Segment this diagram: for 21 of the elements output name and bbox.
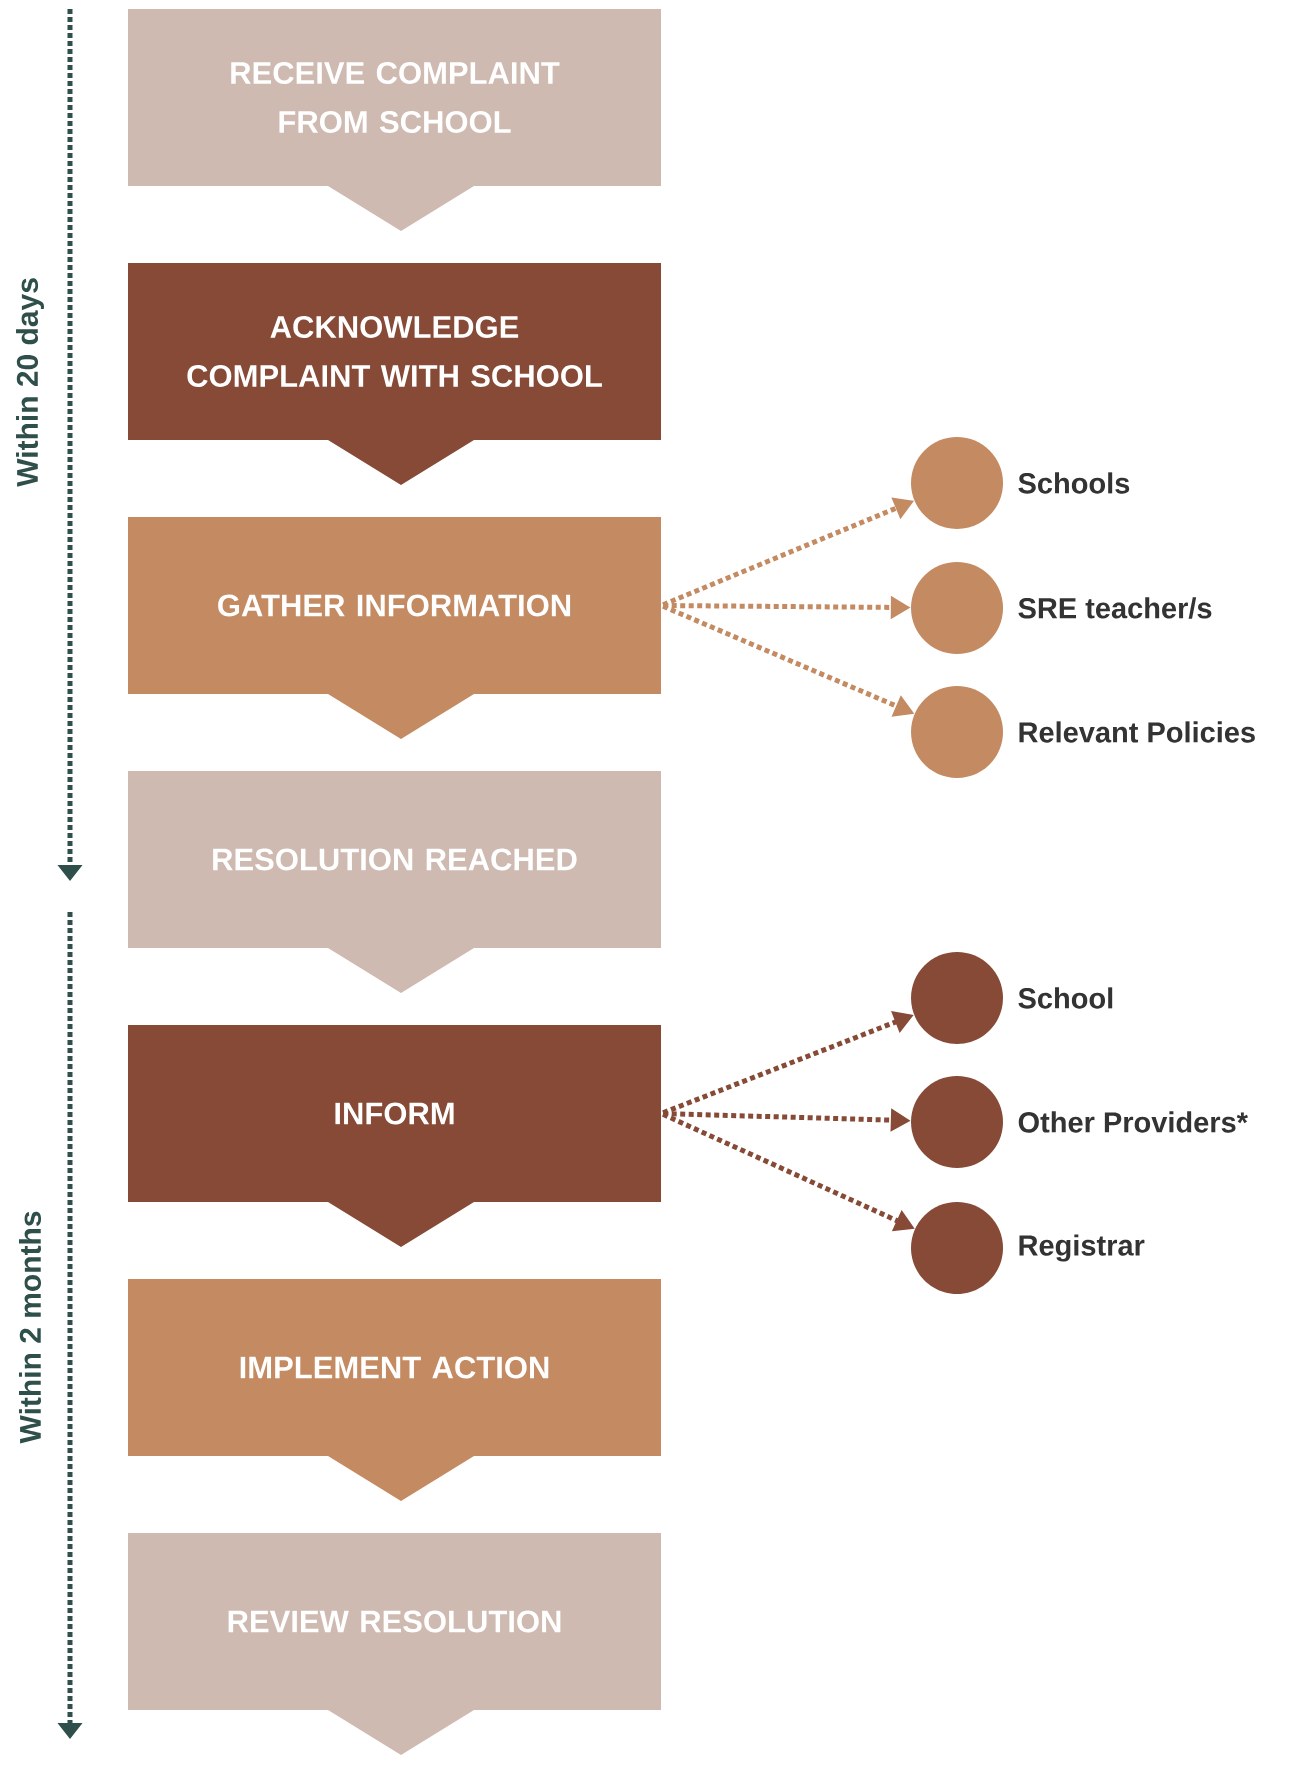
step-box: RESOLUTION REACHED xyxy=(128,771,661,993)
circle xyxy=(911,1202,1003,1294)
circle xyxy=(911,1076,1003,1168)
step-box: RECEIVE COMPLAINT FROM SCHOOL xyxy=(128,9,661,231)
step-box: GATHER INFORMATION xyxy=(128,517,661,739)
circle-label: Schools xyxy=(1018,472,1130,494)
circle-label: Registrar xyxy=(1019,1234,1145,1262)
circle xyxy=(911,686,1003,778)
step-box: REVIEW RESOLUTION xyxy=(128,1533,661,1755)
step-box: IMPLEMENT ACTION xyxy=(128,1279,661,1501)
circle xyxy=(911,952,1003,1044)
timeline-label: Within 20 days xyxy=(16,278,44,487)
circle-label: School xyxy=(1018,987,1113,1009)
step-box: INFORM xyxy=(128,1025,661,1247)
step-box: ACKNOWLEDGE COMPLAINT WITH SCHOOL xyxy=(128,263,661,485)
circle xyxy=(911,562,1003,654)
circle-label: SRE teacher/s xyxy=(1018,597,1212,619)
circle xyxy=(911,437,1003,529)
circle-label: Relevant Policies xyxy=(1019,721,1255,743)
timeline-label: Within 2 months xyxy=(19,1211,41,1444)
circle-label: Other Providers* xyxy=(1018,1111,1248,1133)
